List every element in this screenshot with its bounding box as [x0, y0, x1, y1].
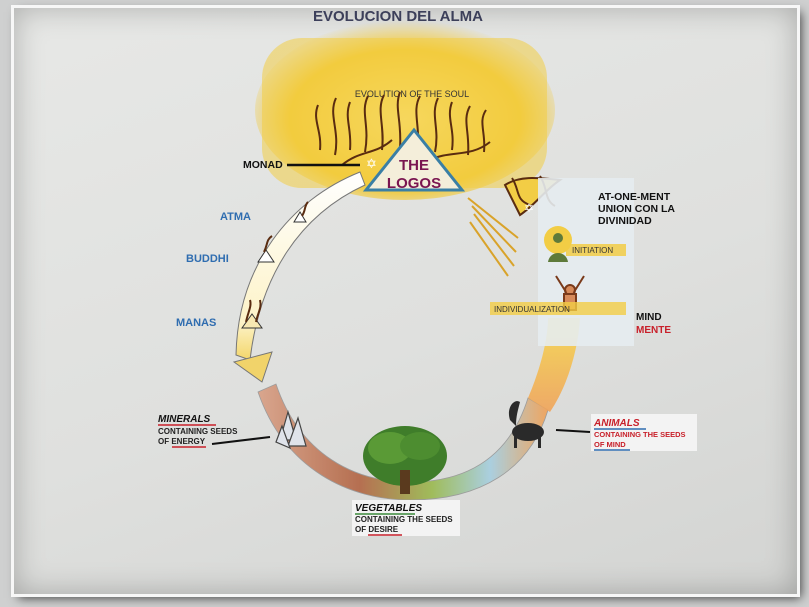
mind-label: MIND: [636, 312, 662, 323]
buddhi-label: BUDDHI: [186, 253, 229, 265]
minerals-pointer: [212, 437, 270, 444]
vegetables-line2: OF DESIRE: [355, 525, 399, 534]
atonement-line3: DIVINIDAD: [598, 215, 652, 227]
logos-the: THE: [399, 157, 429, 174]
descending-arc: [236, 172, 365, 360]
individualization-label: INDIVIDUALIZATION: [494, 305, 570, 314]
vegetables-line1: CONTAINING THE SEEDS: [355, 515, 453, 524]
manas-label: MANAS: [176, 317, 216, 329]
minerals-line1: CONTAINING SEEDS: [158, 427, 238, 436]
minerals-title: MINERALS: [158, 414, 211, 425]
minerals-line2: OF ENERGY: [158, 437, 206, 446]
subtitle: EVOLUTION OF THE SOUL: [355, 89, 469, 99]
vegetables-title: VEGETABLES: [355, 503, 422, 514]
star-icon: ✡: [524, 201, 534, 215]
monad-label: MONAD: [243, 159, 283, 171]
atma-label: ATMA: [220, 211, 251, 223]
animals-line2: OF MIND: [594, 440, 626, 449]
atonement-line1: AT-ONE-MENT: [598, 191, 671, 203]
light-rays: [468, 198, 518, 276]
initiation-label: INITIATION: [572, 246, 613, 255]
monad-star-icon: ✡: [366, 156, 377, 171]
logos-logos: LOGOS: [387, 175, 441, 192]
atonement-line2: UNION CON LA: [598, 203, 675, 215]
animals-pointer: [556, 430, 590, 432]
mente-label: MENTE: [636, 325, 671, 336]
animals-line1: CONTAINING THE SEEDS: [594, 430, 686, 439]
animals-title: ANIMALS: [593, 418, 640, 429]
